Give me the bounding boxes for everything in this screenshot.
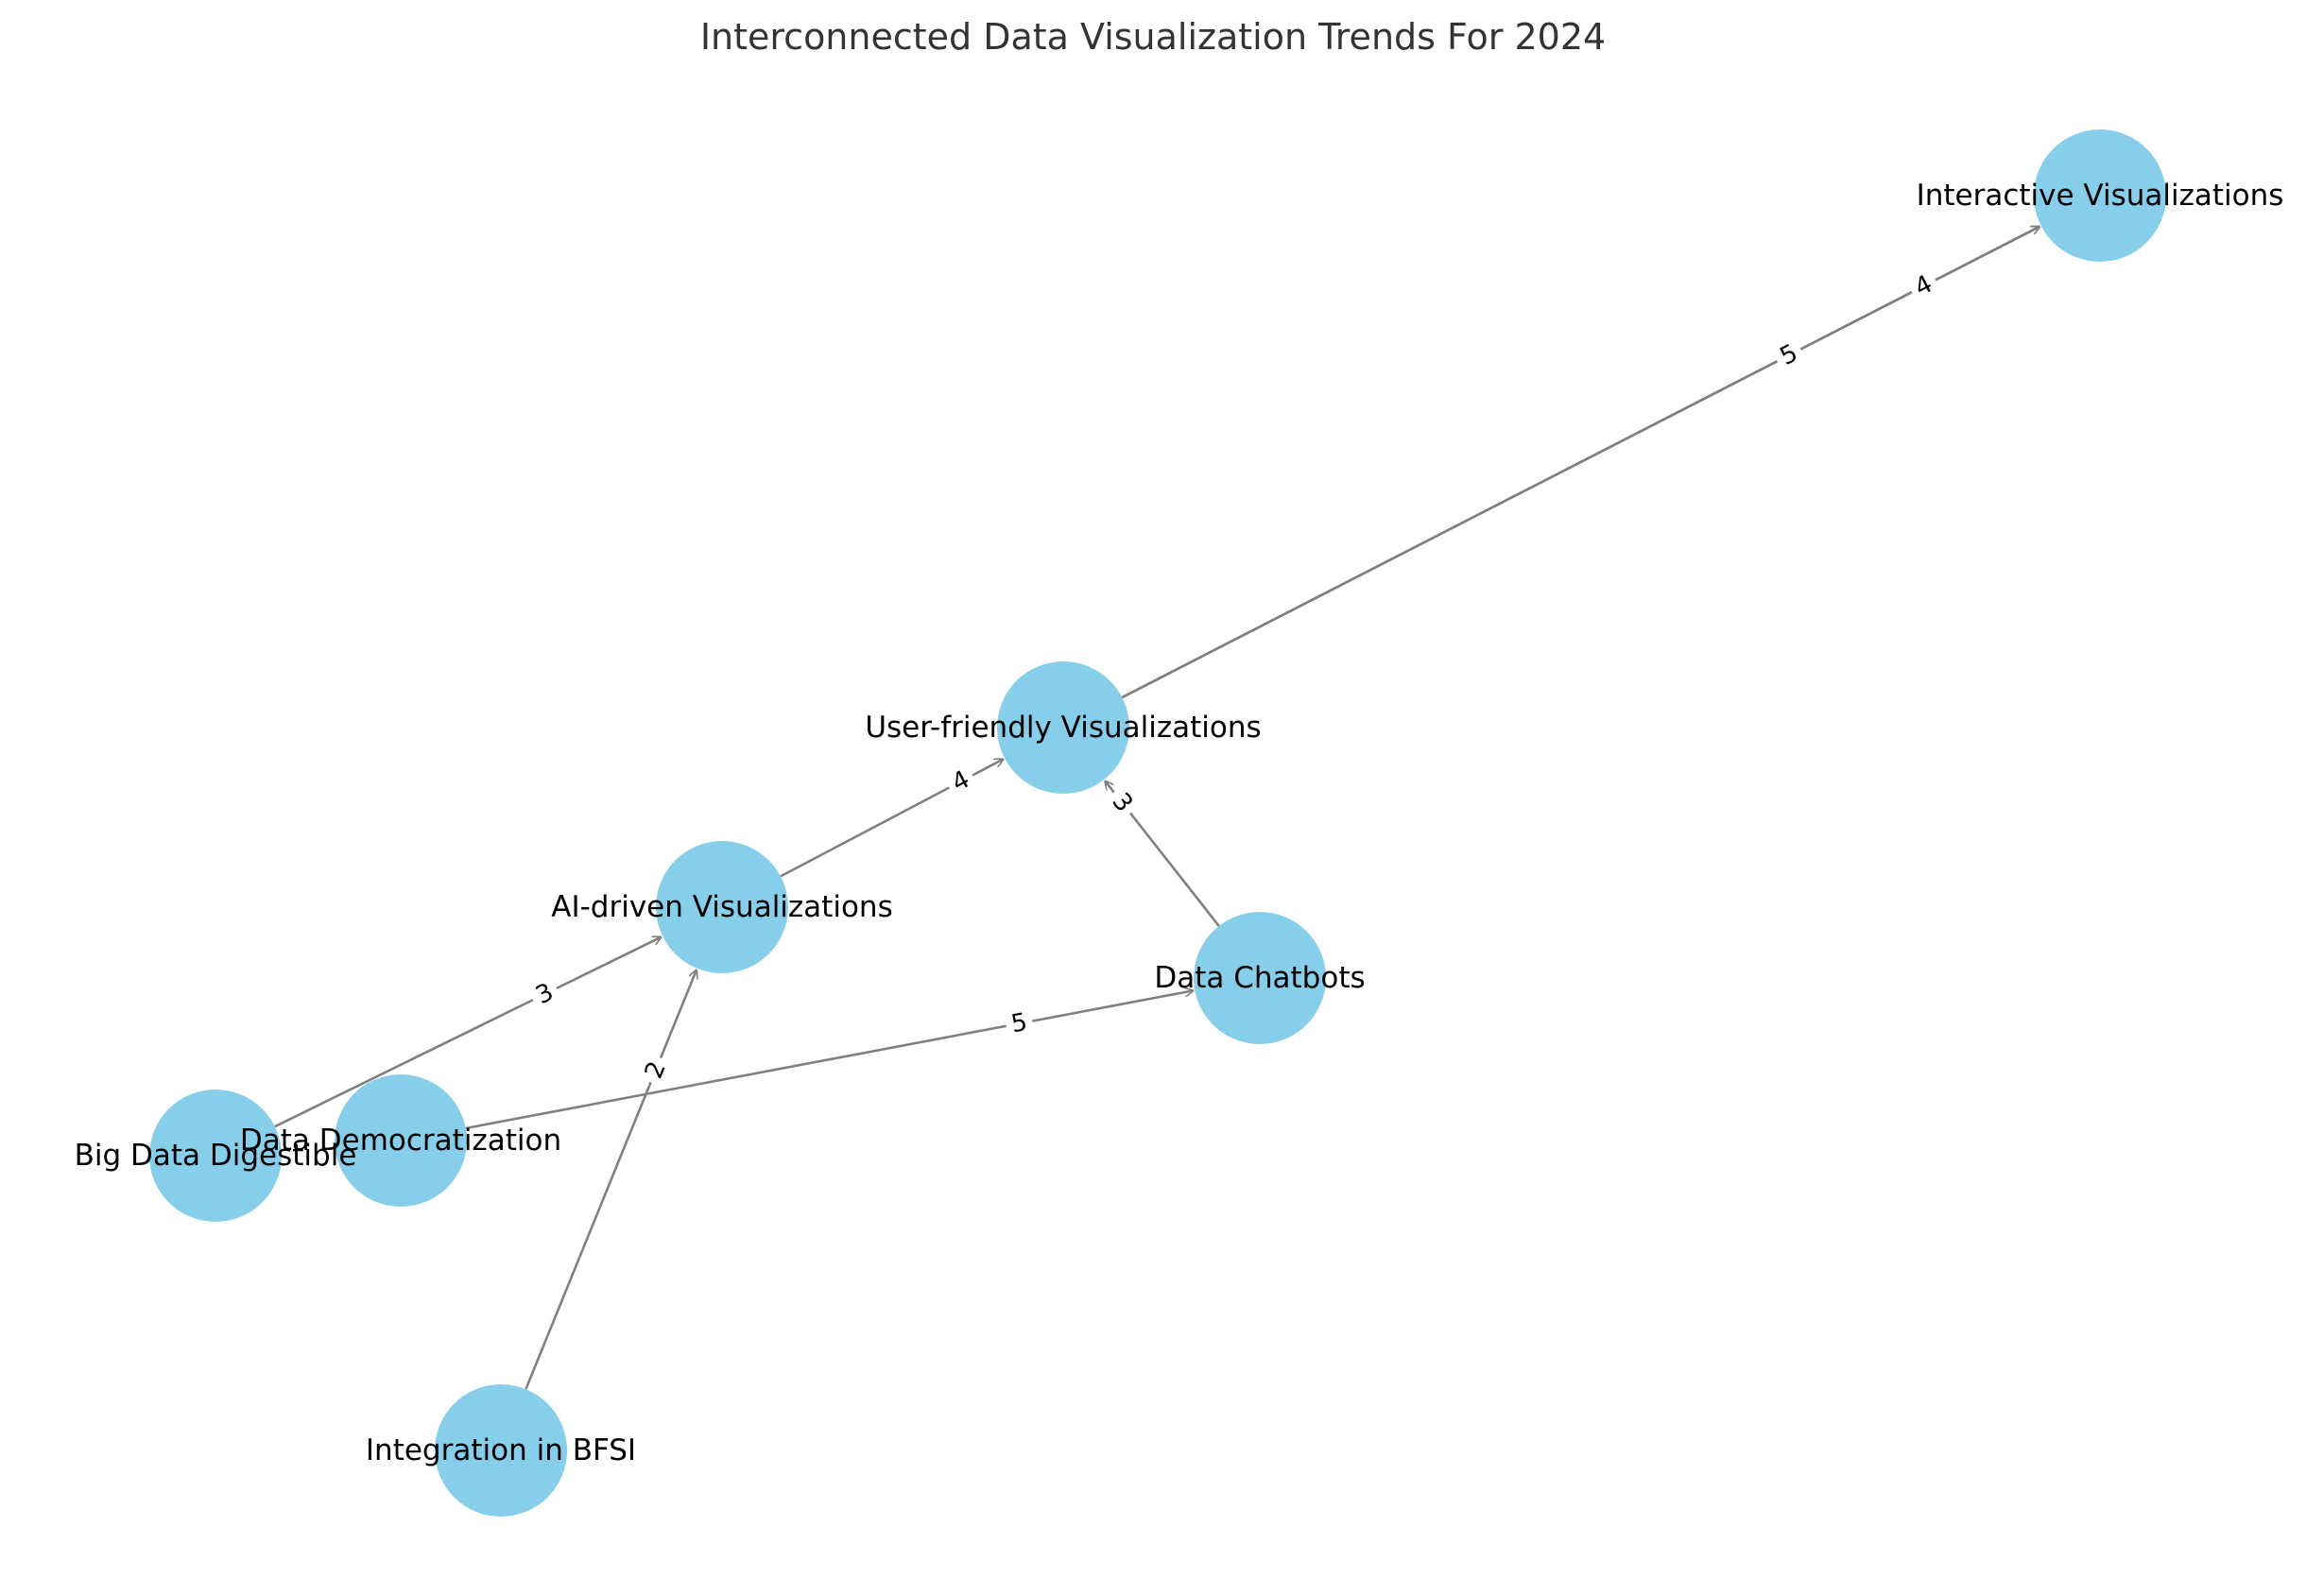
node-label-user: User-friendly Visualizations xyxy=(865,711,1261,745)
node-label-bfsi: Integration in BFSI xyxy=(366,1433,636,1467)
node-user xyxy=(997,661,1129,794)
node-democ xyxy=(335,1074,467,1207)
node-chat xyxy=(1194,912,1326,1044)
node-label-chat: Data Chatbots xyxy=(1154,961,1365,995)
edge-user-to-inter xyxy=(1121,227,2039,699)
edge-weight-label: 3 xyxy=(1101,781,1144,824)
edge-bigdata-to-ai xyxy=(274,937,662,1128)
edge-weight-label: 3 xyxy=(525,973,564,1015)
node-label-ai: AI-driven Visualizations xyxy=(551,890,892,924)
edge-weight-text: 5 xyxy=(1009,1008,1030,1039)
node-label-inter: Interactive Visualizations xyxy=(1917,179,2284,213)
edge-labels-layer: 3 5 2 4 3 5 4 xyxy=(525,266,1943,1089)
node-label-bigdata: Big Data Digestible xyxy=(75,1139,357,1173)
edge-weight-label: 5 xyxy=(1003,1004,1036,1042)
edge-weight-label: 4 xyxy=(941,761,981,802)
edge-weight-label: 5 xyxy=(1769,335,1809,376)
edges-layer xyxy=(274,227,2039,1390)
diagram-title: Interconnected Data Visualization Trends… xyxy=(700,16,1606,58)
node-bigdata xyxy=(149,1090,282,1222)
node-ai xyxy=(656,841,788,973)
nodes-layer xyxy=(149,129,2166,1517)
edge-bfsi-to-ai xyxy=(525,970,696,1390)
node-inter xyxy=(2034,129,2166,262)
edge-democ-to-chat xyxy=(465,990,1193,1130)
node-label-democ: Data Democratization xyxy=(240,1124,561,1158)
node-bfsi xyxy=(435,1384,567,1517)
edge-weight-label: 2 xyxy=(635,1052,676,1089)
edge-weight-label: 4 xyxy=(1904,266,1943,307)
